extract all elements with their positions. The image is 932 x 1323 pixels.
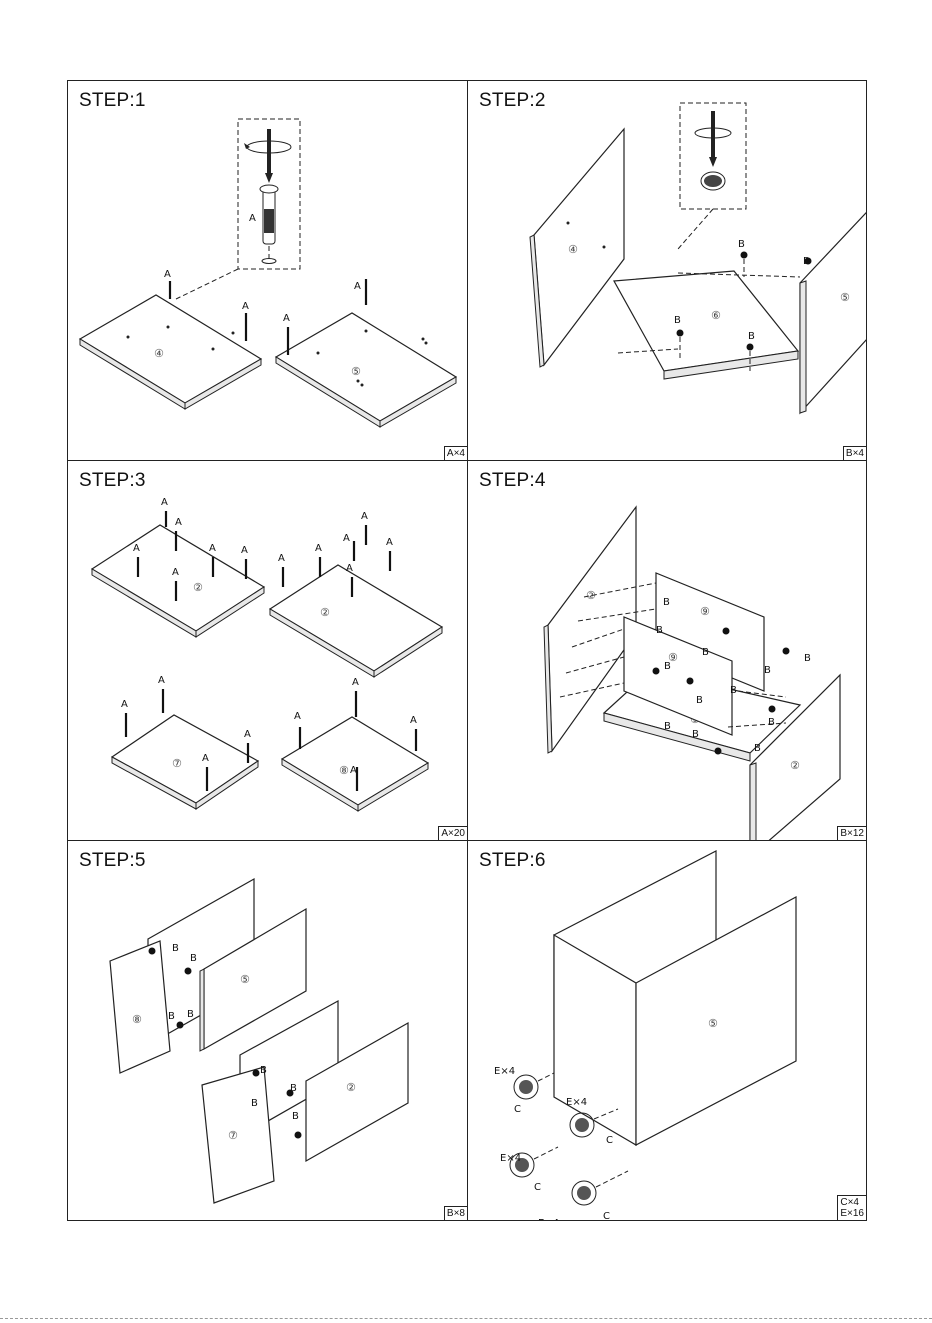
part-letter: B	[768, 717, 775, 728]
parts-count: C×4 E×16	[837, 1195, 866, 1220]
part-letter: B	[656, 625, 663, 636]
instruction-grid: STEP:1 A ④ A A	[67, 80, 867, 1221]
step-5-diagram: ⑤ ⑧ B B B B ② ⑦ B B B B	[68, 841, 468, 1220]
step-2-panel: STEP:2 ④ ⑥ ⑤ B B	[468, 81, 866, 461]
part-letter: A	[202, 753, 209, 764]
part-letter: A	[249, 213, 256, 224]
part-number: ⑧	[339, 764, 349, 777]
caster-bottom-mid	[572, 1171, 628, 1205]
part-letter: A	[294, 711, 301, 722]
part-letter: E×4	[538, 1218, 559, 1220]
part-letter: B	[803, 256, 810, 267]
part-letter: C	[514, 1104, 521, 1115]
part-letter: B	[738, 239, 745, 250]
part-letter: A	[161, 497, 168, 508]
part-letter: B	[664, 661, 671, 672]
part-letter: A	[350, 765, 357, 776]
part-letter: B	[692, 729, 699, 740]
part-letter: A	[283, 313, 290, 324]
part-letter: B	[702, 647, 709, 658]
part-letter: A	[315, 543, 322, 554]
step-2-diagram: ④ ⑥ ⑤ B B B B	[468, 81, 866, 461]
part-number: ②	[790, 759, 800, 772]
step-4-panel: STEP:4 ② ③ ⑨ ⑨ ②	[468, 461, 866, 841]
part-letter: B	[664, 721, 671, 732]
part-letter: A	[352, 677, 359, 688]
part-letter: C	[606, 1135, 613, 1146]
part-letter: A	[164, 269, 171, 280]
part-number: ②	[320, 606, 330, 619]
parts-count: B×8	[444, 1206, 468, 1220]
part-letter: C	[603, 1211, 610, 1220]
part-letter: B	[696, 695, 703, 706]
part-letter: E×4	[494, 1066, 515, 1077]
step-5-panel: STEP:5 ⑤ ⑧ B B B B ② ⑦	[68, 841, 468, 1220]
part-letter: A	[354, 281, 361, 292]
part-letter: A	[244, 729, 251, 740]
part-letter: B	[754, 743, 761, 754]
part-letter: A	[133, 543, 140, 554]
part-letter: E×4	[566, 1097, 587, 1108]
part-number: ④	[154, 347, 164, 360]
part-number: ②	[193, 581, 203, 594]
part-number: ⑤	[708, 1017, 718, 1030]
step-1-diagram: A ④ A A ⑤ A A	[68, 81, 468, 461]
part-letter: B	[663, 597, 670, 608]
part-letter: A	[278, 553, 285, 564]
step-1-panel: STEP:1 A ④ A A	[68, 81, 468, 461]
step-6-panel: STEP:6 ⑤ E×4 C	[468, 841, 866, 1220]
part-number: ②	[586, 589, 596, 602]
part-letter: A	[361, 511, 368, 522]
part-letter: A	[410, 715, 417, 726]
part-letter: B	[748, 331, 755, 342]
part-number: ⑦	[228, 1129, 238, 1142]
part-number: ②	[346, 1081, 356, 1094]
step-3-panel: STEP:3 ② ②	[68, 461, 468, 841]
part-letter: B	[764, 665, 771, 676]
part-number: ④	[568, 243, 578, 256]
part-letter: B	[172, 943, 179, 954]
caster-top-left	[514, 1073, 554, 1099]
part-letter: B	[804, 653, 811, 664]
part-letter: B	[187, 1009, 194, 1020]
part-letter: B	[260, 1065, 267, 1076]
part-letter: A	[175, 517, 182, 528]
step-3-diagram: ② ② A A A A	[68, 461, 468, 841]
part-letter: B	[292, 1111, 299, 1122]
part-number: ⑦	[172, 757, 182, 770]
part-number: ⑤	[240, 973, 250, 986]
part-letter: A	[209, 543, 216, 554]
part-letter: A	[121, 699, 128, 710]
part-letter: B	[674, 315, 681, 326]
part-letter: A	[241, 545, 248, 556]
parts-count: A×20	[438, 826, 468, 841]
part-number: ⑤	[351, 365, 361, 378]
part-number: ⑨	[700, 605, 710, 618]
part-number: ⑥	[711, 309, 721, 322]
part-letter: A	[386, 537, 393, 548]
part-letter: B	[251, 1098, 258, 1109]
part-letter: C	[534, 1182, 541, 1193]
part-letter: A	[346, 563, 353, 574]
parts-count: B×4	[843, 446, 866, 461]
part-letter: B	[190, 953, 197, 964]
part-letter: A	[343, 533, 350, 544]
parts-count: A×4	[444, 446, 468, 461]
part-letter: A	[242, 301, 249, 312]
part-letter: B	[730, 685, 737, 696]
part-number: ⑧	[132, 1013, 142, 1026]
part-letter: E×4	[500, 1153, 521, 1164]
part-number: ⑤	[840, 291, 850, 304]
page-bottom-rule	[0, 1318, 932, 1319]
step-6-diagram: ⑤ E×4 C E×4 C E×4 C E×4	[468, 841, 866, 1220]
part-letter: A	[158, 675, 165, 686]
parts-count: B×12	[837, 826, 866, 841]
part-letter: A	[172, 567, 179, 578]
part-letter: B	[290, 1083, 297, 1094]
part-letter: B	[168, 1011, 175, 1022]
step-4-diagram: ② ③ ⑨ ⑨ ②	[468, 461, 866, 841]
